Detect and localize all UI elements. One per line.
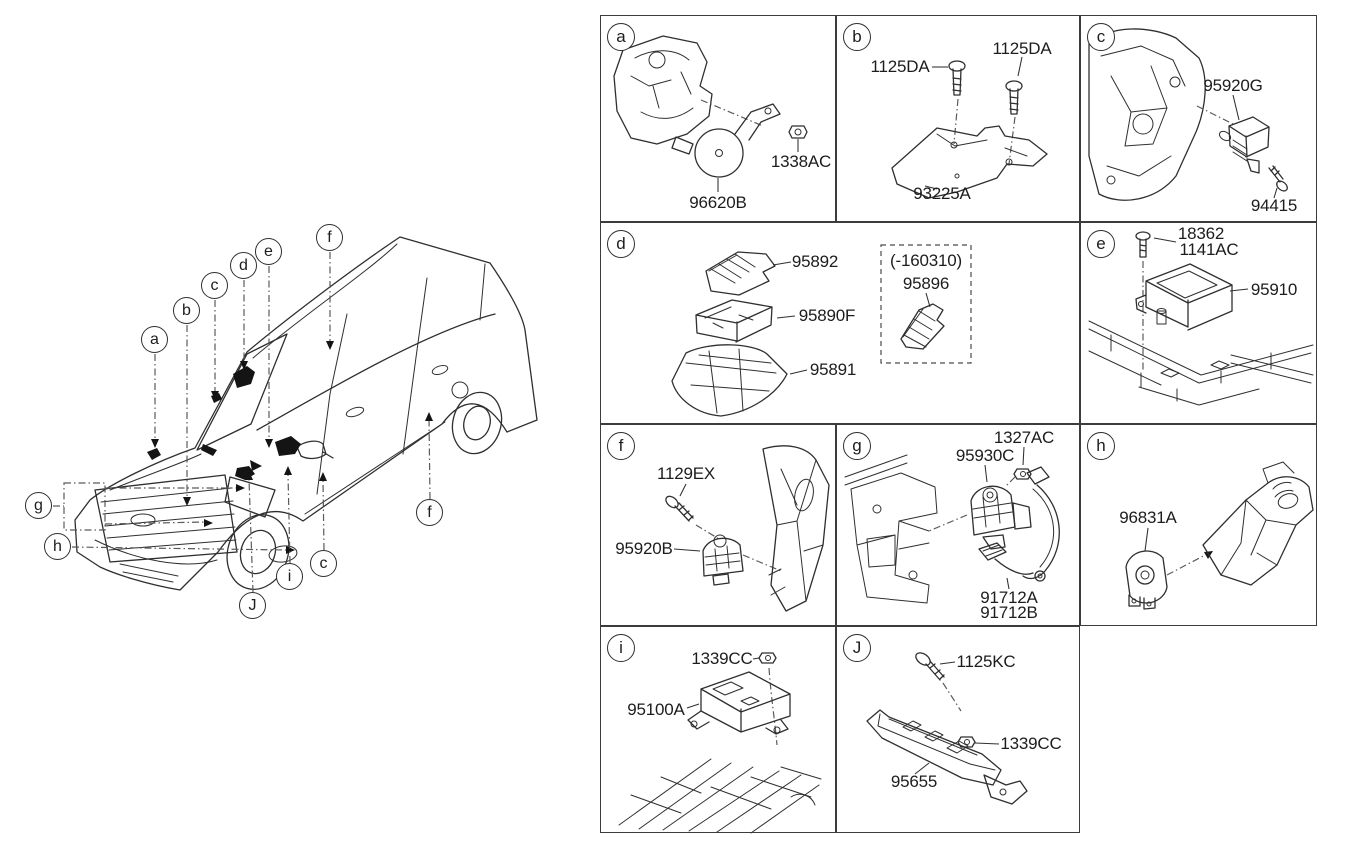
vehicle-callout-c-top[interactable]: c <box>201 272 228 299</box>
panel-d: d 95892 95890F 95891 (-160310) 95896 <box>600 222 1080 424</box>
vehicle-callout-g[interactable]: g <box>25 492 52 519</box>
panel-h: h 96831A <box>1080 424 1317 626</box>
part-label-1339CC-i[interactable]: 1339CC <box>691 649 753 668</box>
callout-letter: c <box>210 276 219 294</box>
callout-letter: a <box>150 330 159 348</box>
panel-c-badge: c <box>1087 23 1115 51</box>
callout-letter: f <box>427 503 432 521</box>
part-label-95891[interactable]: 95891 <box>809 360 857 379</box>
front-sensor-sketch <box>844 446 1060 604</box>
callout-letter: f <box>327 228 332 246</box>
panel-b: b 1125DA 1125DA 93225A <box>836 15 1080 222</box>
panel-b-badge: b <box>843 23 871 51</box>
part-label-95920B[interactable]: 95920B <box>615 539 673 558</box>
badge-letter: J <box>852 638 862 657</box>
vehicle-callout-c-bottom[interactable]: c <box>310 550 337 577</box>
part-label-95930C[interactable]: 95930C <box>955 446 1015 465</box>
acu-sketch <box>1088 231 1314 406</box>
badge-letter: a <box>616 27 626 46</box>
badge-letter: i <box>619 638 623 657</box>
vehicle-callout-b[interactable]: b <box>173 297 200 324</box>
part-label-95920G[interactable]: 95920G <box>1203 76 1263 95</box>
panel-i-badge: i <box>607 634 635 662</box>
vehicle-callout-j[interactable]: J <box>239 592 266 619</box>
badge-letter: h <box>1096 436 1106 455</box>
part-label-95100A[interactable]: 95100A <box>627 700 685 719</box>
door-sensor-sketch <box>1088 28 1288 201</box>
panel-g-badge: g <box>843 432 871 460</box>
part-label-1338AC[interactable]: 1338AC <box>770 152 832 171</box>
panel-d-badge: d <box>607 230 635 258</box>
callout-letter: d <box>239 256 248 274</box>
panel-e: e 18362 1141AC 95910 <box>1080 222 1317 424</box>
part-label-95655[interactable]: 95655 <box>890 772 938 791</box>
part-label-1129EX[interactable]: 1129EX <box>656 464 716 483</box>
part-label-94415[interactable]: 94415 <box>1250 196 1298 215</box>
part-label-1125DA-right[interactable]: 1125DA <box>992 39 1052 58</box>
callout-letter: b <box>182 301 191 319</box>
panel-j-badge: J <box>843 634 871 662</box>
variant-note-label: (-160310) <box>890 251 962 270</box>
badge-letter: c <box>1096 27 1106 46</box>
badge-letter: b <box>852 27 862 46</box>
floor-module-sketch <box>618 652 822 834</box>
part-label-96620B[interactable]: 96620B <box>689 193 747 212</box>
covers-sketch <box>671 244 972 417</box>
panel-g: g 1327AC 95930C 91712A 91712B <box>836 424 1080 626</box>
vehicle-sketch <box>53 236 538 593</box>
badge-letter: g <box>852 436 862 455</box>
panel-a: a 1338AC 96620B <box>600 15 836 222</box>
bracket-module-sketch <box>866 652 1028 805</box>
callout-letter: J <box>248 596 257 614</box>
vehicle-callout-d[interactable]: d <box>230 252 257 279</box>
badge-letter: e <box>1096 234 1106 253</box>
callout-letter: e <box>264 242 273 260</box>
vehicle-callout-f-top[interactable]: f <box>316 224 343 251</box>
panel-f-badge: f <box>607 432 635 460</box>
panel-a-badge: a <box>607 23 635 51</box>
panel-c: c 95920G 94415 <box>1080 15 1317 222</box>
part-label-91712B[interactable]: 91712B <box>980 603 1038 622</box>
vehicle-callout-f-side[interactable]: f <box>416 499 443 526</box>
part-label-1125DA-left[interactable]: 1125DA <box>870 57 930 76</box>
part-label-1327AC[interactable]: 1327AC <box>993 428 1055 447</box>
callout-letter: i <box>287 567 292 585</box>
callout-letter: g <box>34 496 43 514</box>
vehicle-callout-i[interactable]: i <box>276 563 303 590</box>
buzzer-sketch <box>1125 461 1314 610</box>
badge-letter: f <box>618 436 624 455</box>
part-label-95890F[interactable]: 95890F <box>798 306 856 325</box>
vehicle-callout-e[interactable]: e <box>255 238 282 265</box>
panel-j: J 1125KC 1339CC 95655 <box>836 626 1080 833</box>
panel-e-badge: e <box>1087 230 1115 258</box>
part-label-96831A[interactable]: 96831A <box>1119 508 1177 527</box>
panel-f: f 1129EX 95920B <box>600 424 836 626</box>
part-label-18362[interactable]: 18362 <box>1177 224 1225 243</box>
callout-letter: h <box>53 537 62 555</box>
part-label-95910[interactable]: 95910 <box>1250 280 1298 299</box>
part-label-93225A[interactable]: 93225A <box>913 184 971 203</box>
part-label-1125KC[interactable]: 1125KC <box>956 652 1016 671</box>
vehicle-callout-a[interactable]: a <box>141 326 168 353</box>
part-label-1339CC-j[interactable]: 1339CC <box>1000 734 1062 753</box>
part-label-91712A[interactable]: 91712A <box>980 588 1038 607</box>
vehicle-callout-h[interactable]: h <box>44 533 71 560</box>
badge-letter: d <box>616 234 626 253</box>
part-label-95892[interactable]: 95892 <box>791 252 839 271</box>
pillar-sensor-sketch <box>665 445 830 612</box>
horn-sketch <box>613 35 808 192</box>
panel-h-badge: h <box>1087 432 1115 460</box>
part-label-95896[interactable]: 95896 <box>902 274 950 293</box>
part-label-1141AC[interactable]: 1141AC <box>1179 240 1239 259</box>
panel-i: i 1339CC 95100A <box>600 626 836 834</box>
bracket-sketch <box>891 56 1048 199</box>
callout-letter: c <box>319 554 328 572</box>
